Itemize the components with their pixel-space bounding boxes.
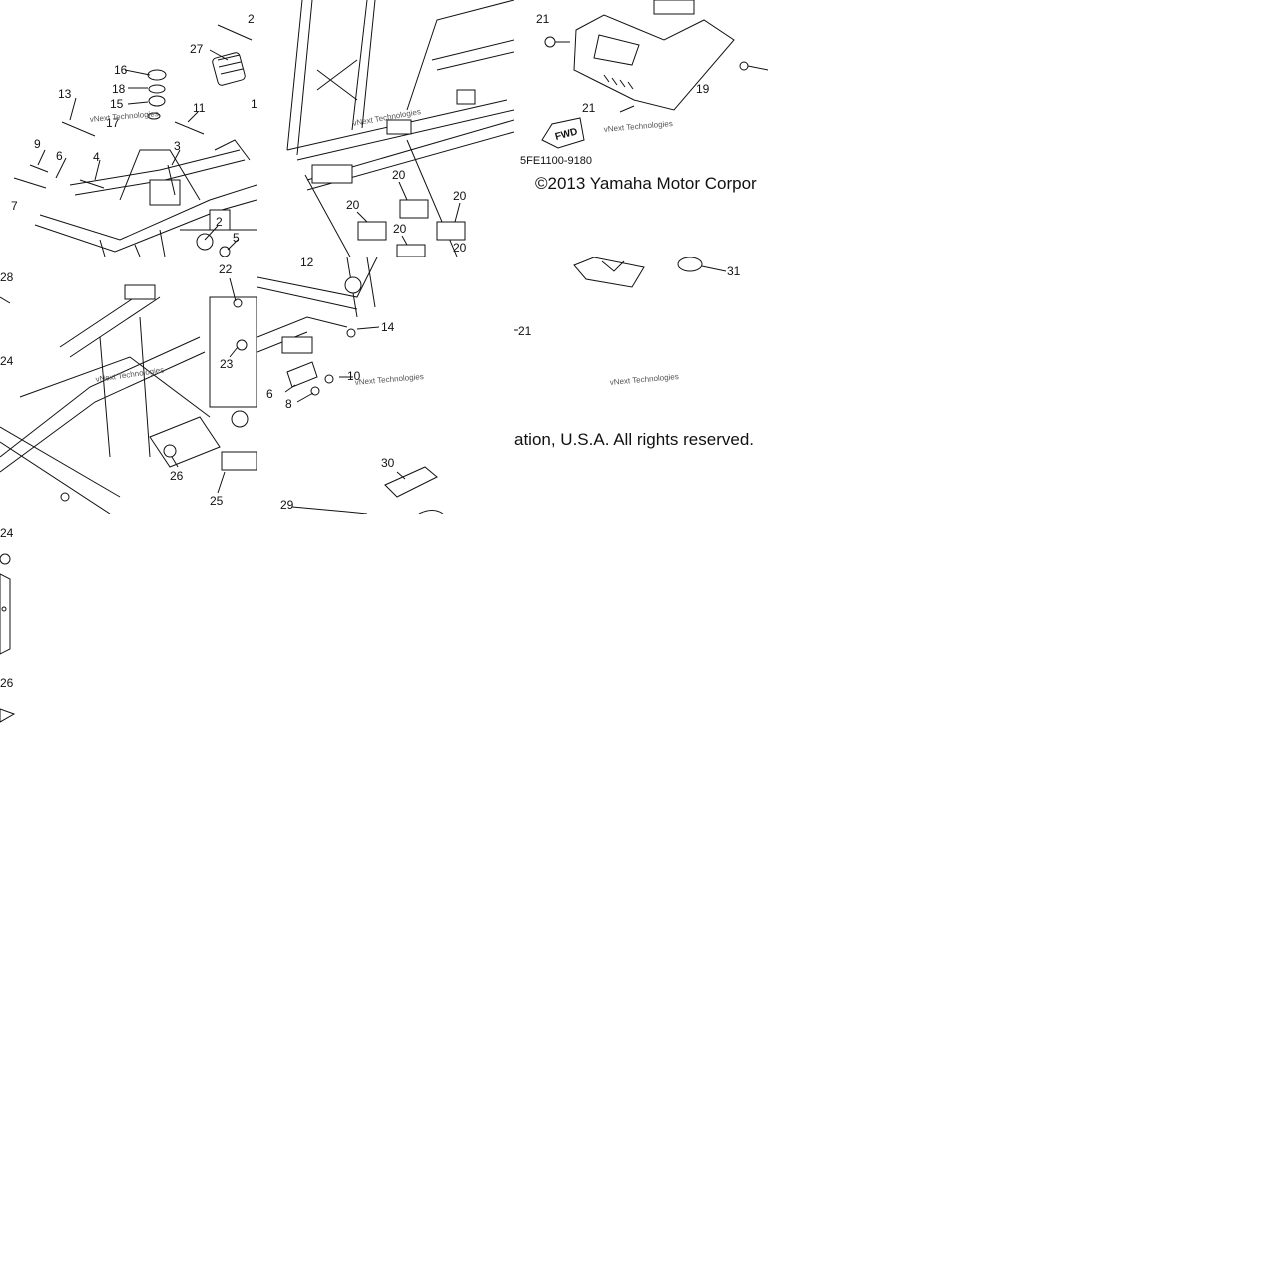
brackets-drawing: 12 14 6 10 8 30 29 vNext Technologies xyxy=(257,257,444,514)
leader-lines xyxy=(171,277,239,494)
watermark: vNext Technologies xyxy=(603,119,673,134)
callout: 21 xyxy=(582,101,596,115)
callout: 20 xyxy=(453,189,467,203)
callout: 20 xyxy=(453,241,467,255)
callout: 21 xyxy=(536,12,550,26)
callout: 28 xyxy=(0,270,14,284)
copyright-left: ©2013 Yamaha Motor Corpor xyxy=(535,174,757,193)
diagram-code: 5FE1100-9180 xyxy=(520,155,592,167)
callout: 9 xyxy=(34,137,41,151)
frame-tubes xyxy=(257,257,378,354)
leader-lines xyxy=(284,326,406,480)
tile-frame-front: 2 27 16 18 15 13 11 1 17 9 6 4 3 7 2 5 v… xyxy=(0,0,257,257)
callout: 15 xyxy=(110,97,124,111)
frame-tubes xyxy=(286,0,514,257)
callout: 10 xyxy=(347,369,361,383)
callout-labels: 20 20 20 20 20 xyxy=(346,168,467,255)
frame-tubes xyxy=(34,139,257,257)
guard-plate xyxy=(573,0,735,111)
callout: 3 xyxy=(174,139,181,153)
accessories-drawing: 31 21 vNext Technologies xyxy=(514,257,741,387)
callout-labels: 21 21 19 xyxy=(536,12,710,115)
frame-front-drawing: 2 27 16 18 15 13 11 1 17 9 6 4 3 7 2 5 v… xyxy=(11,12,257,257)
callout: 4 xyxy=(93,150,100,164)
callout: 24 xyxy=(0,526,14,540)
leader-lines xyxy=(37,49,239,251)
tile-frame-lower: 28 22 23 26 25 24 vNext Technologies xyxy=(0,257,257,514)
callout: 20 xyxy=(346,198,360,212)
callout: 29 xyxy=(280,498,294,512)
watermark: vNext Technologies xyxy=(609,372,679,387)
watermark: vNext Technologies xyxy=(89,109,159,124)
damper-blocks xyxy=(357,199,466,257)
frame-tubes xyxy=(0,284,257,514)
callout: 20 xyxy=(392,168,406,182)
fasteners xyxy=(13,24,253,257)
fasteners xyxy=(0,296,249,502)
watermark: vNext Technologies xyxy=(354,372,424,387)
callout: 22 xyxy=(219,262,233,276)
fasteners xyxy=(286,328,444,514)
parts xyxy=(514,257,727,331)
callout: 23 xyxy=(220,357,234,371)
callout: 6 xyxy=(56,149,63,163)
callout: 11 xyxy=(193,101,206,115)
callout-labels: 12 14 6 10 8 30 29 xyxy=(266,257,395,512)
callout: 24 xyxy=(0,354,14,368)
callout: 7 xyxy=(11,199,18,213)
parts xyxy=(0,553,16,723)
callout: 26 xyxy=(0,676,14,690)
tile-brackets: 12 14 6 10 8 30 29 vNext Technologies xyxy=(257,257,514,514)
tile-guard: FWD 21 21 19 vNext Technologies 5FE1100-… xyxy=(514,0,771,257)
callout: 2 xyxy=(248,12,255,26)
callout: 8 xyxy=(285,397,292,411)
callout: 19 xyxy=(696,82,710,96)
callout: 21 xyxy=(518,324,532,338)
fwd-arrow: FWD xyxy=(541,117,585,149)
callout: 2 xyxy=(216,215,223,229)
callout-labels: 2 27 16 18 15 13 11 1 17 9 6 4 3 7 2 5 xyxy=(11,12,257,245)
callout: 26 xyxy=(170,469,184,483)
leader-lines xyxy=(356,181,461,246)
callout: 14 xyxy=(381,320,395,334)
callout: 6 xyxy=(266,387,273,401)
callout: 18 xyxy=(112,82,126,96)
callout-labels: 28 22 23 26 25 24 xyxy=(0,262,234,508)
frame-lower-drawing: 28 22 23 26 25 24 vNext Technologies xyxy=(0,262,257,514)
frame-rear-drawing: 20 20 20 20 20 vNext Technologies xyxy=(286,0,514,257)
callout: 5 xyxy=(233,231,240,245)
tile-accessories: 31 21 vNext Technologies ation, U.S.A. A… xyxy=(514,257,771,514)
callout: 12 xyxy=(300,257,314,269)
watermark: vNext Technologies xyxy=(95,365,165,384)
callout: 30 xyxy=(381,456,395,470)
callout: 17 xyxy=(106,116,120,130)
guard-drawing: FWD 21 21 19 vNext Technologies xyxy=(536,0,769,149)
strip-drawing: 24 26 xyxy=(0,526,16,723)
callout-labels: 24 26 xyxy=(0,526,14,690)
bolts xyxy=(544,36,769,113)
tile-frame-rear: 20 20 20 20 20 vNext Technologies xyxy=(257,0,514,257)
copyright-right: ation, U.S.A. All rights reserved. xyxy=(514,430,754,449)
callout-labels: 31 21 xyxy=(518,264,741,338)
callout: 16 xyxy=(114,63,128,77)
callout: 31 xyxy=(727,264,741,278)
tile-strip: 24 26 xyxy=(0,514,257,771)
callout: 27 xyxy=(190,42,204,56)
callout: 1 xyxy=(251,97,257,111)
callout: 25 xyxy=(210,494,224,508)
callout: 20 xyxy=(393,222,407,236)
callout: 13 xyxy=(58,87,72,101)
